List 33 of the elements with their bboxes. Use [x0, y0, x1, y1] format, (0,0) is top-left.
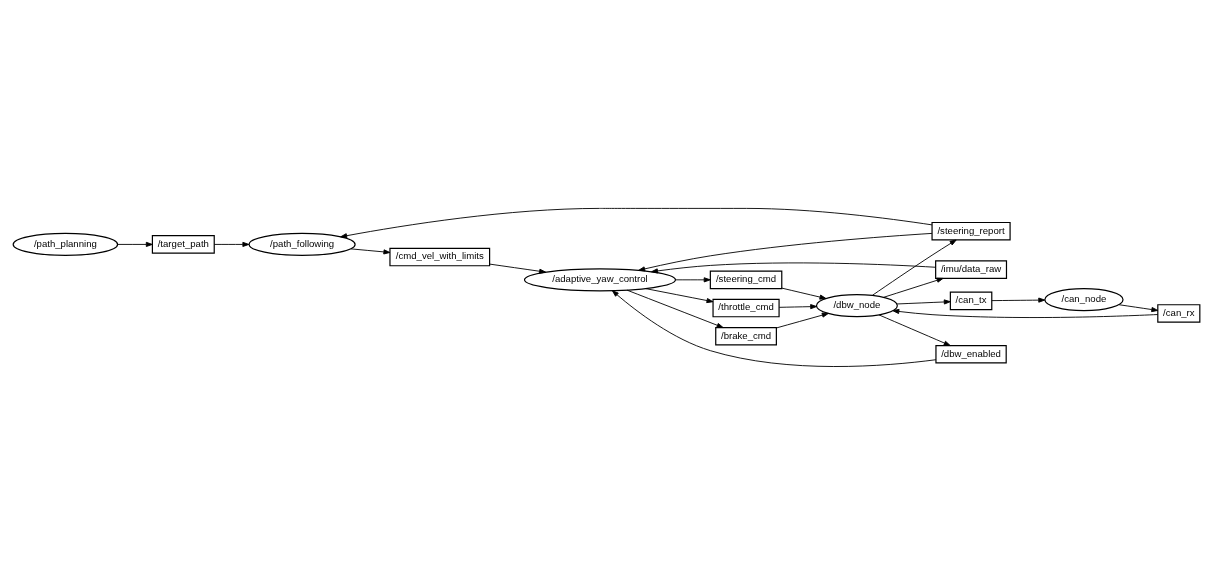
node-box: /imu/data_raw [935, 259, 1008, 279]
node-box: /brake_cmd [715, 326, 777, 346]
arrow [645, 287, 714, 303]
arrow [117, 241, 153, 247]
node-box: /can_rx [1157, 303, 1201, 323]
arrow [651, 261, 936, 273]
arrow [1118, 303, 1159, 312]
node-box: /steering_cmd [709, 270, 783, 289]
node-box: /dbw_enabled [935, 344, 1007, 364]
arrow [878, 313, 951, 346]
node-box: /steering_report [931, 221, 1011, 240]
arrow [892, 308, 1159, 318]
node-box: /throttle_cmd [712, 298, 780, 317]
arrow [638, 232, 933, 271]
arrow [776, 312, 829, 328]
arrow [778, 303, 818, 309]
arrow [781, 287, 827, 300]
arrow [489, 263, 546, 274]
arrow [213, 241, 250, 247]
arrow [872, 239, 957, 296]
arrow [675, 276, 711, 282]
arrow [350, 247, 391, 254]
node-ellipse: /path_planning [12, 232, 119, 256]
arrow [883, 277, 944, 298]
arrow [896, 298, 951, 304]
node-box: /cmd_vel_with_limits [389, 247, 491, 266]
node-ellipse: /can_node [1044, 287, 1124, 311]
node-box: /can_tx [949, 291, 993, 310]
node-box: /target_path [151, 234, 215, 254]
arrow [611, 289, 937, 367]
arrow [626, 289, 724, 328]
arrow [991, 297, 1046, 303]
arrow [340, 207, 933, 238]
